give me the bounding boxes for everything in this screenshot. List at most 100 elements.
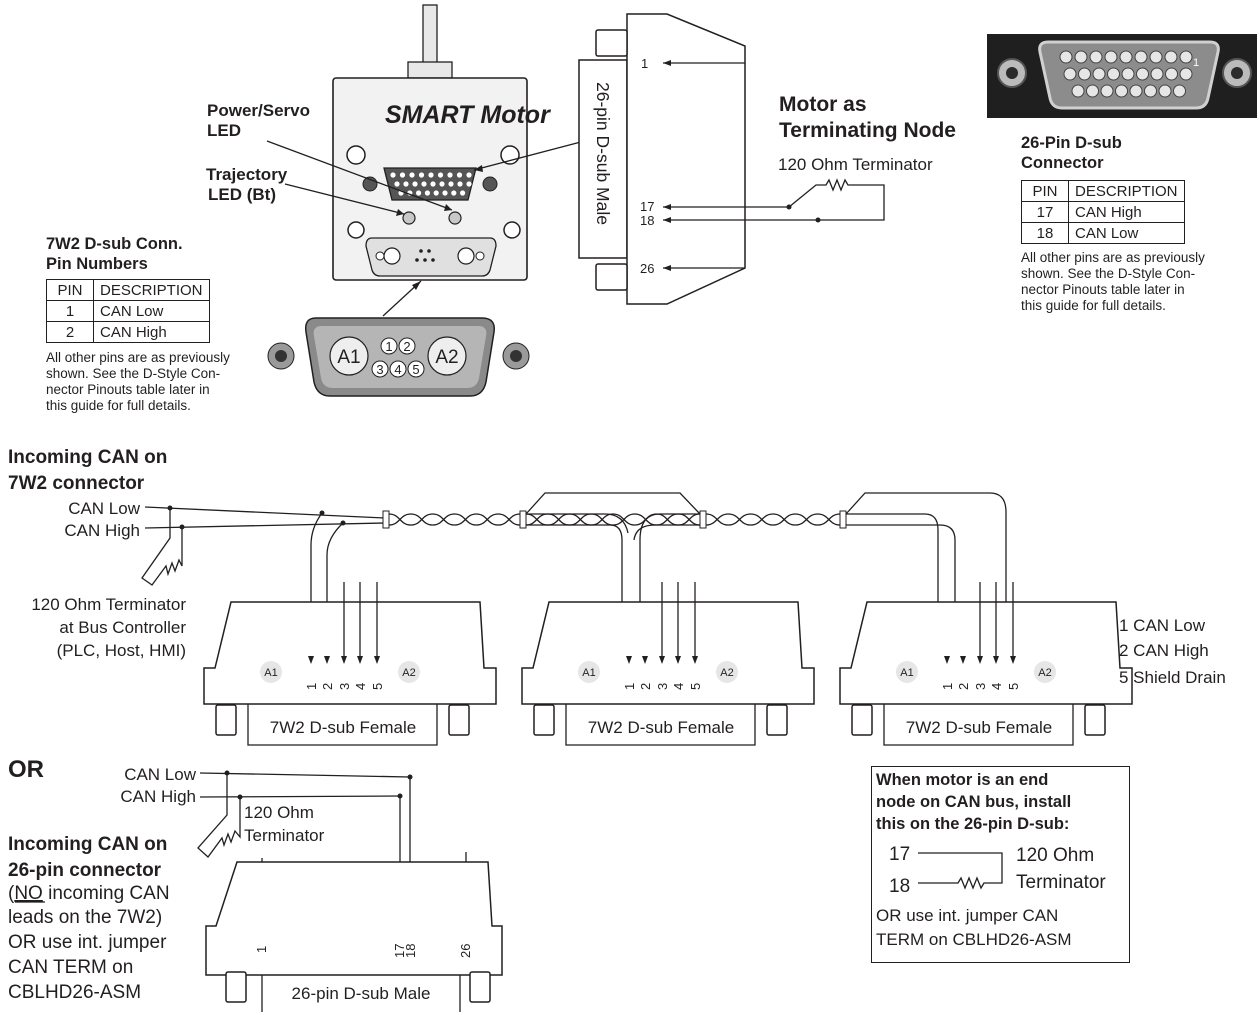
end-node-box-content: When motor is an end node on CAN bus, in… [876,771,1106,949]
incoming-7w2-can-low: CAN Low [68,499,141,518]
table-header-pin: PIN [1021,180,1069,202]
incoming-7w2-title-2: 7W2 connector [8,473,145,494]
table-7w2-title-1: 7W2 D-sub Conn. [46,235,183,253]
female-pin-1: 1 [622,683,637,690]
female-pin-4: 4 [353,683,368,690]
female-pin-4: 4 [989,683,1004,690]
table-cell-description: CAN High [93,321,210,343]
female-pin-2: 2 [320,683,335,690]
terminator-line-2: at Bus Controller [59,618,186,637]
end-node-title-2: node on CAN bus, install [876,793,1071,811]
female-coax-a1: A1 [582,667,595,679]
motor-26pin-socket [362,167,498,201]
female-pin-3: 3 [655,683,670,690]
closeup-pin-4: 4 [394,362,401,377]
incoming-26pin-title-1: Incoming CAN on [8,834,167,855]
female-pin-5: 5 [370,683,385,690]
incoming-26pin-title-2: 26-pin connector [8,860,162,881]
power-servo-led [448,211,462,225]
motor-7w2-socket [365,237,497,277]
end-node-title-3: this on the 26-pin D-sub: [876,815,1069,833]
bottom-pin-1: 1 [254,946,269,953]
female-coax-a1: A1 [900,667,913,679]
terminator-line-1: 120 Ohm Terminator [31,595,186,614]
incoming-26pin-can-high: CAN High [120,787,196,806]
table-26pin-note: All other pins are as previously shown. … [1021,250,1205,314]
incoming-26pin-note-3: OR use int. jumper [8,932,167,953]
table-header-row: PIN DESCRIPTION [1021,180,1185,202]
table-7w2: PIN DESCRIPTION 1 CAN Low 2 CAN High [46,279,210,343]
can-bus-wiring [141,492,1007,662]
incoming-7w2-can-high: CAN High [64,521,140,540]
female-coax-a1: A1 [264,667,277,679]
end-node-footer-2: TERM on CBLHD26-ASM [876,930,1072,949]
connector-26pin-top: 26-pin D-sub Male 1 17 18 26 [578,13,885,305]
bottom-pin-18: 18 [403,944,418,958]
table-row: 2 CAN High [46,321,210,343]
table-header-description: DESCRIPTION [1068,180,1185,202]
female-pin-1: 1 [940,683,955,690]
terminator-line-3: (PLC, Host, HMI) [57,641,186,660]
incoming-26pin-terminator-1: 120 Ohm [244,803,314,822]
female-connector-label: 7W2 D-sub Female [588,718,734,737]
table-row: 17 CAN High [1021,201,1185,223]
closeup-coax-a2: A2 [435,347,458,368]
connector-26pin-photo: 1 [987,34,1257,118]
trajectory-led-label-1: Trajectory [206,165,288,184]
note-line: All other pins are as previously [46,350,230,365]
table-header-row: PIN DESCRIPTION [46,279,210,301]
legend-pin-2: 2 CAN High [1119,641,1209,660]
closeup-pin-3: 3 [376,362,383,377]
table-7w2-title-2: Pin Numbers [46,255,148,273]
female-coax-a2: A2 [1038,667,1051,679]
closeup-pin-5: 5 [412,362,419,377]
table-row: 18 CAN Low [1021,222,1185,244]
trajectory-led-label-2: LED (Bt) [208,185,276,204]
connector-26pin-bottom-label: 26-pin D-sub Male [292,984,431,1003]
table-26pin-title: 26-Pin D-sub Connector [1021,133,1122,173]
trajectory-led [402,211,416,225]
table-row: 1 CAN Low [46,300,210,322]
female-pin-2: 2 [638,683,653,690]
female-pin-3: 3 [973,683,988,690]
incoming-26pin-note-1: (NO incoming CAN [8,883,170,904]
female-pin-1: 1 [304,683,319,690]
table-cell-pin: 2 [46,321,94,343]
table-header-description: DESCRIPTION [93,279,210,301]
power-led-label-2: LED [207,121,241,140]
incoming-7w2-title-1: Incoming CAN on [8,447,167,468]
end-node-instruction-box [871,766,1130,963]
bottom-pin-26: 26 [458,944,473,958]
note-no-underline: NO [14,883,43,904]
female-connector-label: 7W2 D-sub Female [270,718,416,737]
note-line: All other pins are as previously [1021,250,1205,265]
incoming-26pin-note-4: CAN TERM on [8,957,133,978]
table-cell-description: CAN Low [93,300,210,322]
female-pin-5: 5 [688,683,703,690]
table-7w2-note: All other pins are as previously shown. … [46,350,230,414]
table-26pin-title-1: 26-Pin D-sub [1021,134,1122,152]
connector-7w2-closeup: A1 A2 1 2 3 4 5 [267,317,530,397]
pin-18-label: 18 [640,213,654,228]
legend-pin-5: 5 Shield Drain [1119,668,1226,687]
end-node-footer-1: OR use int. jumper CAN [876,906,1058,925]
end-node-terminator-2: Terminator [1016,872,1106,893]
note-line: nector Pinouts table later in [1021,282,1185,297]
note-line: shown. See the D-Style Con- [1021,266,1196,281]
bottom-pin-17: 17 [392,944,407,958]
terminating-node-title-1: Motor as [779,93,867,116]
incoming-26pin-note-5: CBLHD26-ASM [8,982,141,1003]
table-cell-pin: 17 [1021,201,1069,223]
smartmotor-rear-view: SMART Motor [332,4,551,281]
terminating-node-title-2: Terminating Node [779,119,956,142]
note-line: this guide for full details. [46,398,191,413]
note-line: nector Pinouts table later in [46,382,210,397]
table-cell-pin: 1 [46,300,94,322]
female-pin-3: 3 [337,683,352,690]
smartmotor-logo: SMART Motor [385,101,551,129]
pin-26-label: 26 [640,261,654,276]
legend-pin-1: 1 CAN Low [1119,616,1206,635]
end-node-pin-17: 17 [889,844,910,865]
